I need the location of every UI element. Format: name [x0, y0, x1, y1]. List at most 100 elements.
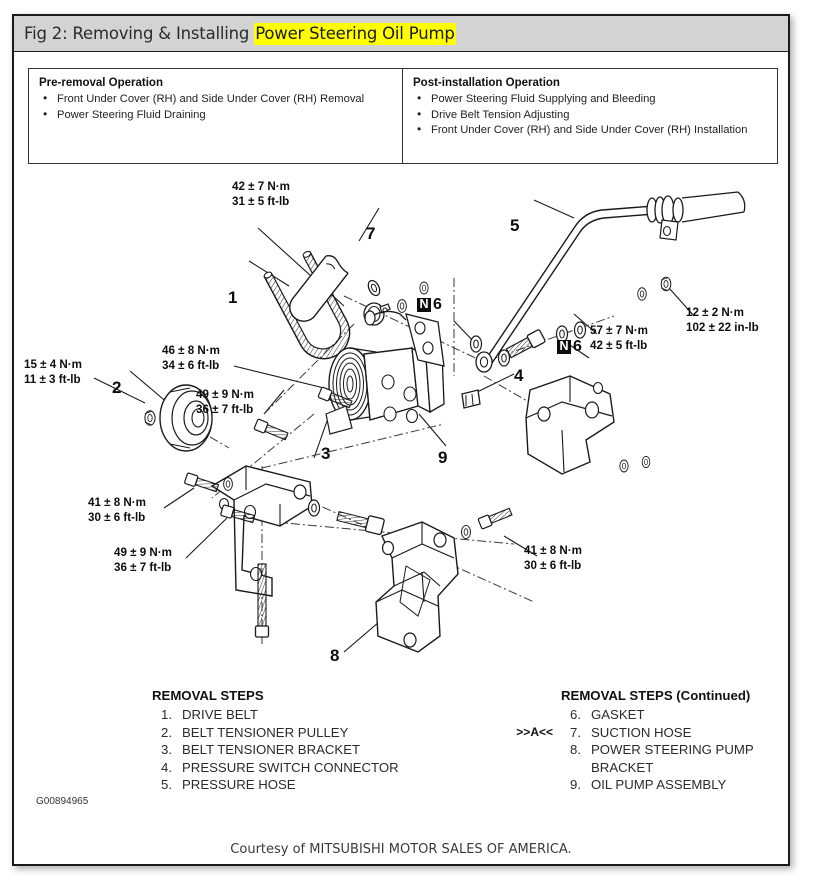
- step-number: 4.: [161, 759, 172, 775]
- list-item: 8. POWER STEERING PUMP: [509, 741, 789, 759]
- n-mark-upper: N 6: [417, 296, 442, 314]
- step-number: 8.: [570, 742, 581, 757]
- step-number: 5.: [161, 777, 172, 792]
- pre-removal-heading: Pre-removal Operation: [39, 77, 163, 89]
- part-nut-12nm-a: [637, 287, 647, 301]
- callout-8: 8: [330, 646, 340, 665]
- callout-1: 1: [228, 288, 238, 307]
- removal-steps-right: REMOVAL STEPS (Continued) 6. GASKET >>A<…: [509, 688, 789, 794]
- torque-nm: 12 ± 2 N·m: [686, 306, 744, 319]
- callout-4: 4: [514, 366, 524, 385]
- operations-table: Pre-removal Operation Front Under Cover …: [28, 68, 778, 164]
- part-nut-12nm-b: [660, 276, 672, 292]
- torque-ftlb: 11 ± 3 ft-lb: [24, 372, 81, 386]
- torque-ftlb: 102 ± 22 in-lb: [686, 320, 759, 334]
- part-belt-tensioner-bracket: [210, 465, 313, 597]
- part-gasket-upper: [469, 335, 483, 353]
- step-label: POWER STEERING PUMP: [591, 742, 754, 757]
- part-power-steering-pump-bracket: [375, 521, 459, 653]
- step-label: PRESSURE SWITCH CONNECTOR: [182, 759, 399, 775]
- part-pressure-switch-connector: [461, 389, 481, 409]
- torque-nm: 49 ± 9 N·m: [196, 388, 254, 401]
- part-washer-pump-top2: [419, 281, 429, 295]
- part-washer-pump-top: [397, 299, 407, 313]
- part-long-through-bolt: [254, 563, 270, 638]
- part-pipe-union: [646, 191, 746, 241]
- n-badge-icon: N: [557, 340, 571, 354]
- part-stud-pump-top: [367, 279, 381, 297]
- step-number: 9.: [570, 777, 581, 792]
- torque-ftlb: 30 ± 6 ft-lb: [524, 558, 582, 572]
- list-item: Power Steering Fluid Supplying and Bleed…: [413, 91, 769, 107]
- post-installation-operation-cell: Post-installation Operation Power Steeri…: [403, 69, 777, 163]
- part-pulley-nut: [144, 410, 156, 426]
- step-label: DRIVE BELT: [182, 707, 258, 722]
- list-item: 2. BELT TENSIONER PULLEY: [152, 724, 492, 742]
- list-item: 4. PRESSURE SWITCH CONNECTOR: [152, 759, 492, 777]
- post-installation-list: Power Steering Fluid Supplying and Bleed…: [413, 91, 769, 138]
- torque-spec-15nm: 15 ± 4 N·m 11 ± 3 ft-lb: [24, 358, 82, 387]
- torque-ftlb: 30 ± 6 ft-lb: [88, 510, 146, 524]
- torque-spec-57nm: 57 ± 7 N·m 42 ± 5 ft-lb: [590, 324, 648, 353]
- list-item: Power Steering Fluid Draining: [39, 107, 394, 123]
- list-item: >>A<< 7. SUCTION HOSE: [509, 724, 789, 742]
- torque-ftlb: 36 ± 7 ft-lb: [114, 560, 172, 574]
- figure-title-prefix: Fig 2: Removing & Installing: [24, 24, 255, 43]
- step-number: 1.: [161, 707, 172, 722]
- step-label: BELT TENSIONER BRACKET: [182, 742, 361, 757]
- figure-card: Fig 2: Removing & Installing Power Steer…: [12, 14, 790, 866]
- callout-9: 9: [438, 448, 448, 467]
- part-bracket-spacer: [336, 510, 385, 536]
- step-label: OIL PUMP ASSEMBLY: [591, 777, 727, 792]
- list-item: Front Under Cover (RH) and Side Under Co…: [39, 91, 394, 107]
- removal-steps-left: REMOVAL STEPS 1. DRIVE BELT 2. BELT TENS…: [152, 688, 492, 794]
- list-item: Drive Belt Tension Adjusting: [413, 107, 769, 123]
- removal-steps-heading: REMOVAL STEPS: [152, 688, 264, 703]
- exploded-parts-diagram: 42 ± 7 N·m 31 ± 5 ft-lb 46 ± 8 N·m 34 ± …: [14, 166, 788, 686]
- part-bracket-washer: [307, 499, 321, 517]
- post-installation-heading: Post-installation Operation: [413, 77, 560, 89]
- step-label: BELT TENSIONER PULLEY: [182, 724, 349, 740]
- torque-ftlb: 42 ± 5 ft-lb: [590, 338, 648, 352]
- part-belt-tensioner-pulley: [159, 384, 213, 452]
- step-number: 3.: [161, 742, 172, 757]
- part-washer-right-a: [619, 459, 629, 473]
- pre-removal-operation-cell: Pre-removal Operation Front Under Cover …: [29, 69, 403, 163]
- torque-ftlb: 36 ± 7 ft-lb: [196, 402, 254, 416]
- step-number: 7.: [570, 724, 581, 740]
- n-badge-icon: N: [417, 298, 431, 312]
- step-label: BRACKET: [591, 759, 654, 775]
- list-item: 1. DRIVE BELT: [152, 706, 492, 724]
- torque-spec-12nm: 12 ± 2 N·m 102 ± 22 in-lb: [686, 306, 759, 335]
- figure-title-highlight: Power Steering Oil Pump: [254, 23, 456, 45]
- torque-ftlb: 31 ± 5 ft-lb: [232, 194, 290, 208]
- torque-spec-41nm-a: 41 ± 8 N·m 30 ± 6 ft-lb: [88, 496, 146, 525]
- list-item: 3. BELT TENSIONER BRACKET: [152, 741, 492, 759]
- torque-nm: 57 ± 7 N·m: [590, 324, 648, 337]
- courtesy-notice: Courtesy of MITSUBISHI MOTOR SALES OF AM…: [230, 842, 572, 857]
- step-label: SUCTION HOSE: [591, 724, 692, 740]
- torque-nm: 46 ± 8 N·m: [162, 344, 220, 357]
- torque-nm: 41 ± 8 N·m: [88, 496, 146, 509]
- list-item: 6. GASKET: [509, 706, 789, 724]
- part-washer-41nm-a: [223, 477, 233, 491]
- part-bolt-49nm-a: [253, 418, 290, 443]
- diagram-svg: [93, 191, 746, 653]
- list-item: 5. PRESSURE HOSE: [152, 776, 492, 794]
- torque-spec-42nm: 42 ± 7 N·m 31 ± 5 ft-lb: [232, 180, 290, 209]
- step-prefix: >>A<<: [516, 724, 553, 739]
- step-number: 2.: [161, 724, 172, 740]
- callout-5: 5: [510, 216, 520, 235]
- part-suction-hose: [289, 255, 349, 322]
- torque-nm: 42 ± 7 N·m: [232, 180, 290, 193]
- torque-nm: 41 ± 8 N·m: [524, 544, 582, 557]
- torque-nm: 15 ± 4 N·m: [24, 358, 82, 371]
- step-label: GASKET: [591, 707, 645, 722]
- torque-ftlb: 34 ± 6 ft-lb: [162, 358, 220, 372]
- part-drive-belt: [263, 250, 351, 360]
- callout-7: 7: [366, 224, 376, 243]
- part-pipe-eyelet: [475, 351, 493, 373]
- part-eye-bolt-assembly: [497, 329, 546, 367]
- step-label: PRESSURE HOSE: [182, 777, 296, 792]
- torque-nm: 49 ± 9 N·m: [114, 546, 172, 559]
